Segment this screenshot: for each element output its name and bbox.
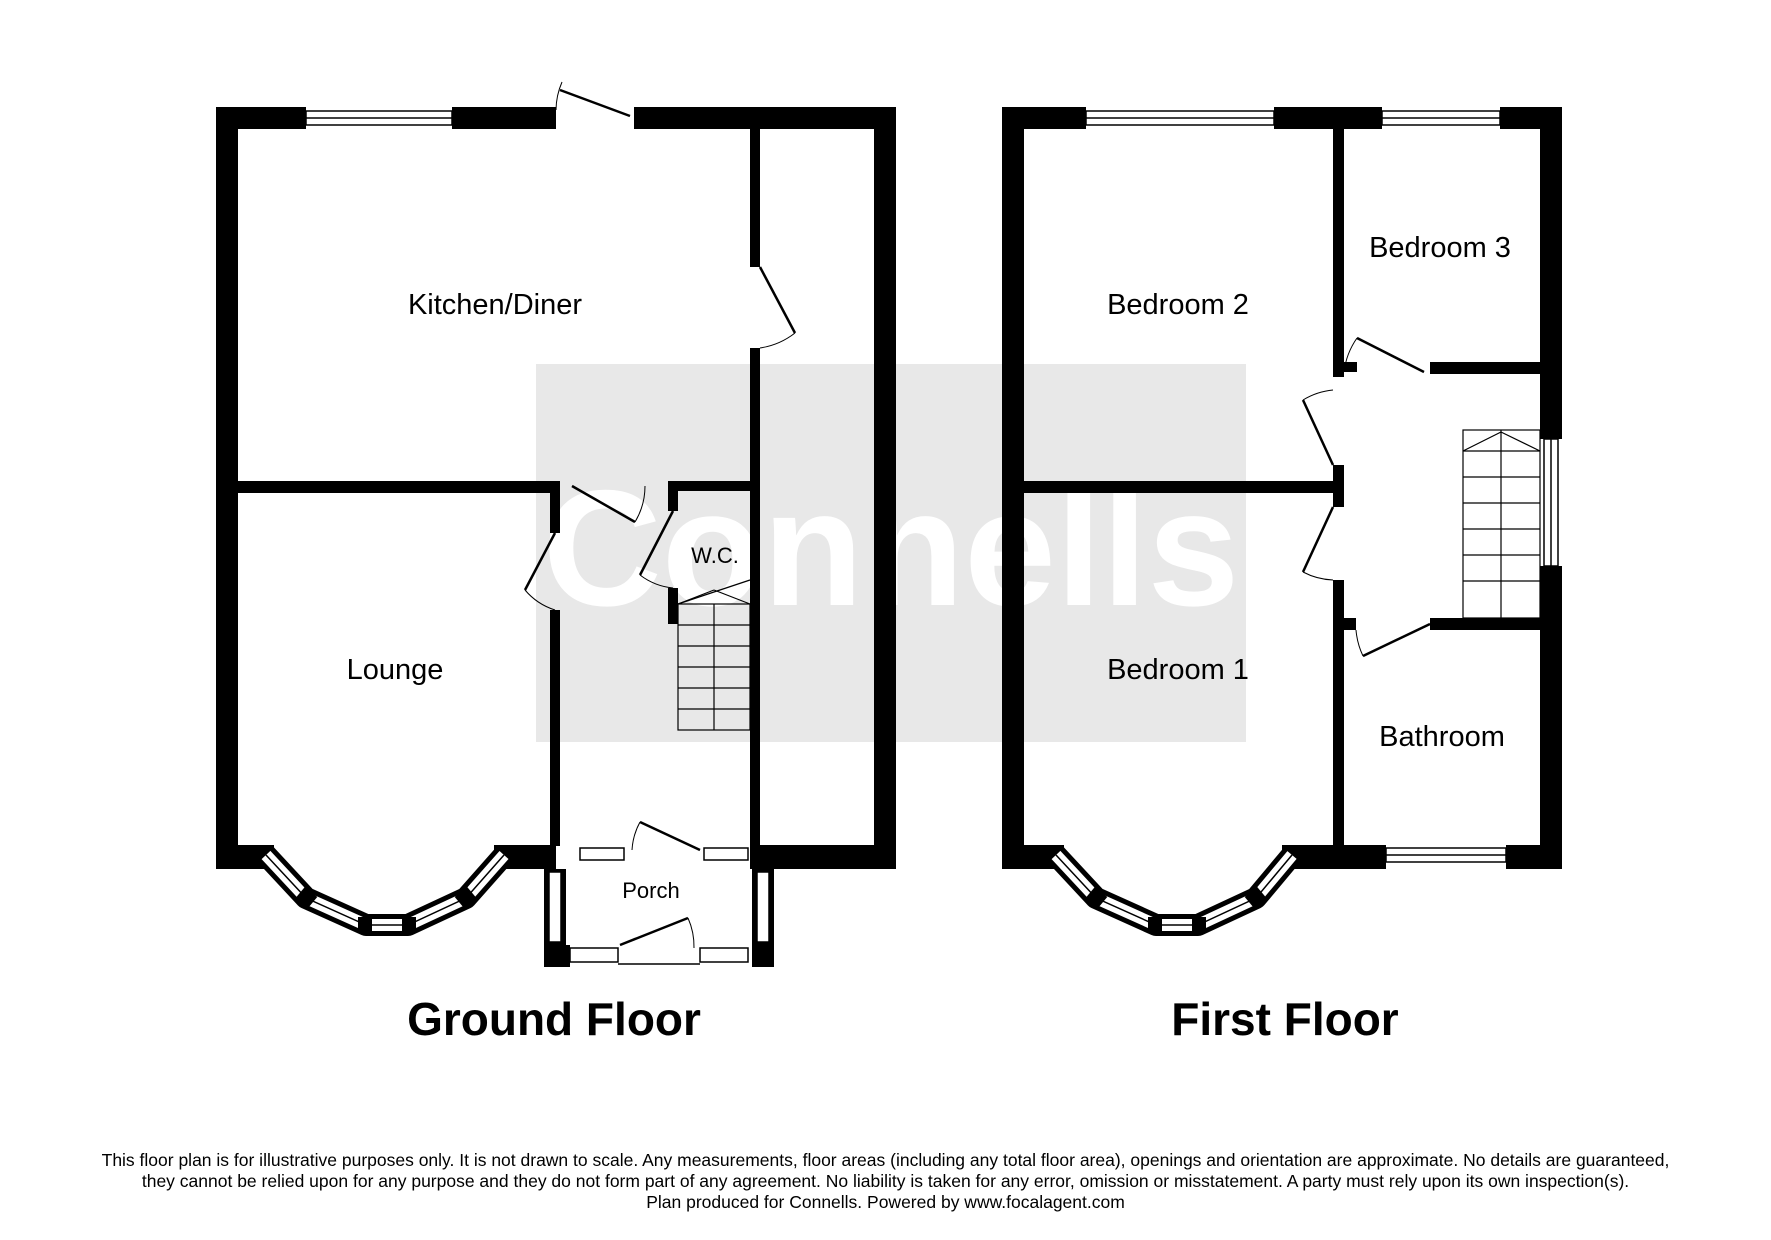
bedroom1-bay-window bbox=[1047, 847, 1301, 936]
room-label-lounge: Lounge bbox=[347, 654, 444, 686]
ground-floor-doors bbox=[523, 81, 797, 949]
ground-floor-plan: Kitchen/Diner Lounge W.C. Porch Ground F… bbox=[216, 81, 896, 1045]
first-floor-walls bbox=[1002, 107, 1562, 869]
first-floor-windows bbox=[1085, 110, 1559, 863]
room-label-bedroom3: Bedroom 3 bbox=[1369, 232, 1511, 264]
first-floor-title: First Floor bbox=[1171, 993, 1399, 1045]
ground-floor-walls bbox=[216, 107, 896, 967]
ground-floor-windows bbox=[305, 110, 770, 965]
room-label-bathroom: Bathroom bbox=[1379, 721, 1505, 753]
room-label-porch: Porch bbox=[622, 878, 679, 903]
disclaimer-line-1: This floor plan is for illustrative purp… bbox=[101, 1150, 1670, 1170]
room-label-bedroom2: Bedroom 2 bbox=[1107, 289, 1249, 321]
room-label-bedroom1: Bedroom 1 bbox=[1107, 654, 1249, 686]
disclaimer: This floor plan is for illustrative purp… bbox=[30, 1150, 1741, 1213]
first-floor-plan: Bedroom 2 Bedroom 3 Bedroom 1 Bathroom F… bbox=[1002, 107, 1562, 1045]
lounge-bay-window bbox=[257, 847, 513, 936]
first-floor-stairs bbox=[1462, 429, 1541, 619]
room-label-kitchen: Kitchen/Diner bbox=[408, 289, 582, 321]
room-label-wc: W.C. bbox=[691, 543, 739, 568]
disclaimer-line-3: Plan produced for Connells. Powered by w… bbox=[646, 1192, 1125, 1212]
ground-floor-title: Ground Floor bbox=[407, 993, 701, 1045]
first-floor-doors bbox=[1301, 336, 1431, 658]
disclaimer-line-2: they cannot be relied upon for any purpo… bbox=[141, 1171, 1630, 1191]
ground-floor-stairs bbox=[677, 579, 751, 731]
